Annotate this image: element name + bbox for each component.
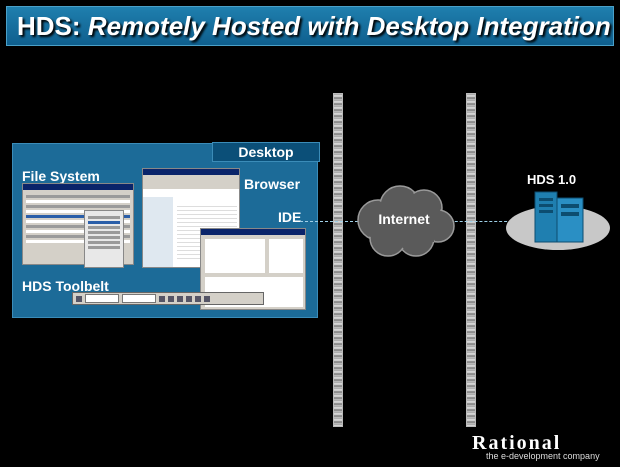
slide-title: HDS: Remotely Hosted with Desktop Integr… (6, 6, 614, 46)
toolbelt-icon[interactable] (76, 295, 82, 302)
internet-to-server-link (440, 221, 512, 222)
internet-cloud: Internet (357, 185, 455, 257)
toolbelt-icon[interactable] (168, 295, 174, 302)
browser-label: Browser (244, 176, 301, 192)
title-main: HDS: (17, 10, 81, 41)
rational-tagline: the e-development company (486, 451, 600, 461)
file-system-label: File System (22, 168, 100, 184)
internet-label: Internet (378, 211, 430, 227)
rational-logo: Rational (472, 432, 562, 454)
title-italic: Remotely Hosted with Desktop Integration (87, 10, 611, 41)
toolbelt-field[interactable] (85, 294, 119, 303)
toolbelt-icon[interactable] (195, 295, 201, 302)
toolbelt-field[interactable] (122, 294, 156, 303)
ide-label: IDE (278, 209, 302, 225)
toolbelt-icon[interactable] (177, 295, 183, 302)
ide-to-internet-link (300, 221, 358, 222)
hds-toolbelt[interactable] (72, 292, 264, 305)
toolbelt-icon[interactable] (159, 295, 165, 302)
desktop-tab: Desktop (212, 142, 320, 162)
toolbelt-icon[interactable] (186, 295, 192, 302)
firewall-right (466, 93, 476, 427)
toolbelt-icon[interactable] (204, 295, 210, 302)
firewall-left (333, 93, 343, 427)
server-graphic (506, 191, 610, 250)
server-label: HDS 1.0 (527, 172, 577, 187)
hds-toolbelt-label: HDS Toolbelt (22, 278, 109, 294)
server-icon (534, 191, 584, 243)
context-menu (84, 210, 124, 268)
